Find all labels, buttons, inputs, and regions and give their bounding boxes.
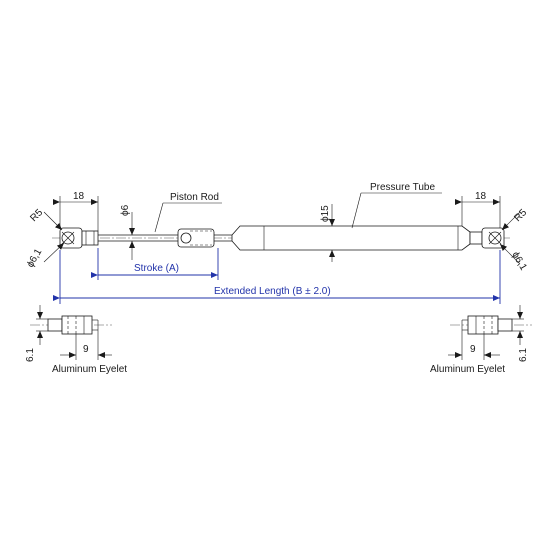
stroke-label: Stroke (A) [134,263,179,274]
left-hole-dim: ϕ6,1 [25,242,65,270]
pressure-tube-callout: Pressure Tube [351,182,442,229]
rod-diameter-dim: ϕ6 [120,204,135,260]
pressure-tube [231,225,471,251]
left-eyelet-width-label: 9 [83,344,89,355]
gas-spring-main [52,225,510,251]
piston-rod-label: Piston Rod [170,192,219,203]
piston-rod-callout: Piston Rod [154,192,222,233]
left-hole-label: ϕ6,1 [25,247,44,270]
piston-rod [98,228,232,248]
left-eyelet-height-label: 6.1 [25,348,36,362]
tube-diameter-dim: ϕ15 [320,204,335,262]
right-end-width-label: 18 [475,191,487,202]
right-eyelet-detail: 6.1 9 Aluminum Eyelet [430,305,532,375]
stroke-dim: Stroke (A) [91,248,219,280]
pressure-tube-label: Pressure Tube [370,182,435,193]
right-hole-label: ϕ6,1 [509,250,528,273]
right-end-width-dim: 18 [455,191,501,228]
tube-diameter-label: ϕ15 [320,205,331,222]
right-radius-dim: R5 [501,207,529,231]
left-radius-label: R5 [28,207,45,224]
extended-length-label: Extended Length (B ± 2.0) [214,286,331,297]
left-end-width-dim: 18 [53,191,99,231]
left-eyelet-caption: Aluminum Eyelet [52,364,127,375]
right-radius-label: R5 [512,207,529,224]
right-eyelet-height-label: 6.1 [518,348,529,362]
right-hole-dim: ϕ6,1 [499,243,529,273]
right-eyelet-width-label: 9 [470,344,476,355]
rod-diameter-label: ϕ6 [120,204,131,216]
extended-length-dim: Extended Length (B ± 2.0) [53,250,501,304]
left-radius-dim: R5 [28,207,63,231]
right-eyelet-end [469,227,505,249]
left-end-width-label: 18 [73,191,85,202]
left-eyelet-end [59,227,99,249]
left-eyelet-detail: 6.1 9 Aluminum Eyelet [25,305,127,375]
right-eyelet-caption: Aluminum Eyelet [430,364,505,375]
